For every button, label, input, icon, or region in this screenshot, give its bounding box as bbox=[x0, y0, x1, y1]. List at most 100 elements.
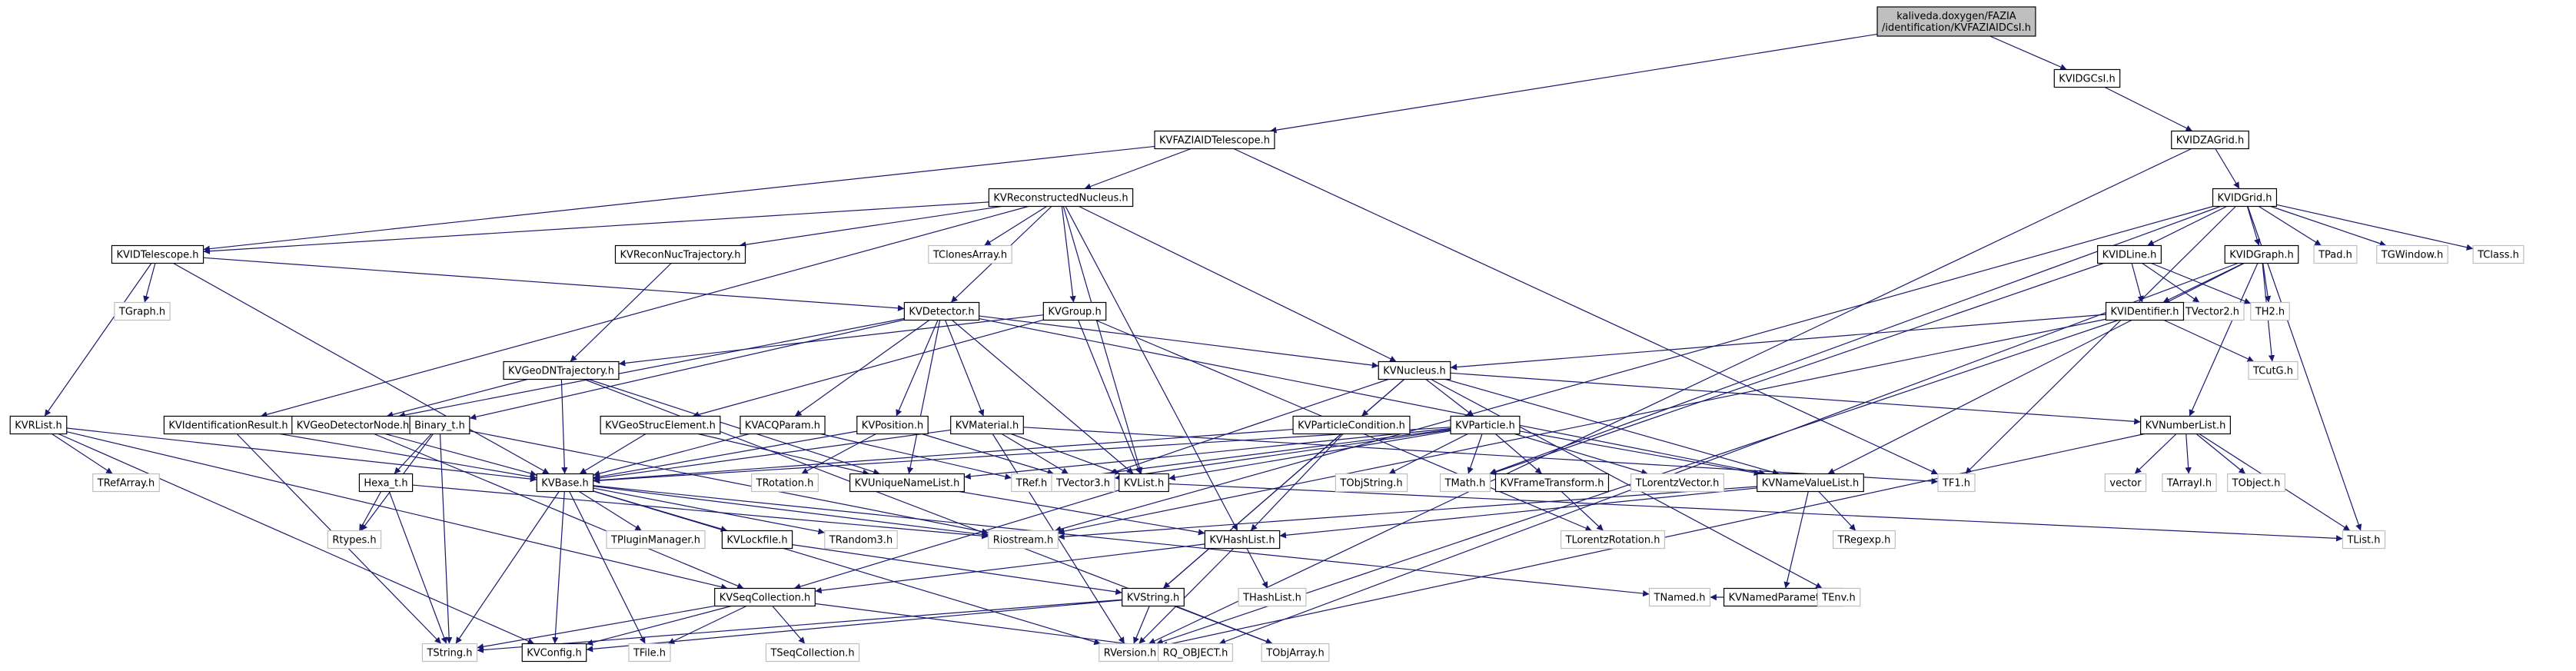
node-kvidtelescope[interactable]: KVIDTelescope.h bbox=[111, 244, 204, 264]
node-kvparticle[interactable]: KVParticle.h bbox=[1450, 415, 1521, 435]
edge-kvreconstructednucleus-to-kvidentificationresult bbox=[260, 205, 1029, 418]
edge-kvidentificationresult-to-kvbase bbox=[280, 433, 537, 480]
node-kvdetector[interactable]: KVDetector.h bbox=[903, 301, 980, 321]
edge bbox=[593, 485, 1650, 597]
edge bbox=[698, 433, 869, 476]
node-rtypes: Rtypes.h bbox=[327, 530, 382, 550]
node-box bbox=[928, 244, 1012, 264]
node-tpluginmanager: TPluginManager.h bbox=[606, 530, 706, 550]
edge bbox=[593, 485, 989, 538]
node-kvreconstructednucleus[interactable]: KVReconstructedNucleus.h bbox=[988, 188, 1134, 208]
node-kvnamevaluelist[interactable]: KVNameValueList.h bbox=[1757, 473, 1864, 493]
edge-kvrlist-to-kvseqcollection bbox=[66, 431, 728, 590]
node-kvlist[interactable]: KVList.h bbox=[1118, 473, 1169, 493]
edge bbox=[1175, 605, 1273, 645]
edge-kvidgraph-to-kvnumberlist bbox=[2189, 263, 2259, 417]
edge bbox=[439, 433, 453, 644]
edge bbox=[66, 427, 537, 483]
node-kvnumberlist[interactable]: KVNumberList.h bbox=[2140, 415, 2231, 435]
node-binary-t[interactable]: Binary_t.h bbox=[409, 415, 470, 435]
node-hexa-t[interactable]: Hexa_t.h bbox=[358, 473, 414, 493]
node-kvnamedparameter[interactable]: KVNamedParameter.h bbox=[1723, 587, 1844, 607]
edge bbox=[896, 320, 939, 417]
node-kvlockfile[interactable]: KVLockfile.h bbox=[721, 530, 793, 550]
node-box bbox=[1154, 130, 1275, 150]
node-kvidzagrid[interactable]: KVIDZAGrid.h bbox=[2171, 130, 2249, 150]
edge-kvgeodntrajectory-to-kvbase bbox=[560, 379, 568, 474]
node-label: KVIdentificationResult.h bbox=[168, 420, 288, 432]
edge-kvidtelescope-to-tgraph bbox=[143, 263, 156, 303]
node-kvgeodntrajectory[interactable]: KVGeoDNTrajectory.h bbox=[503, 360, 620, 380]
edge-kvdetector-to-kvposition bbox=[896, 320, 939, 417]
node-kvstring[interactable]: KVString.h bbox=[1122, 587, 1185, 607]
edge bbox=[203, 257, 905, 312]
node-kvidgcsi[interactable]: KVIDGCsI.h bbox=[2053, 68, 2121, 88]
node-label: KVHashList.h bbox=[1209, 535, 1275, 546]
edge-kvidline-to-th2 bbox=[2151, 262, 2252, 304]
edge-kvidgraph-to-rq_object bbox=[1218, 262, 2239, 645]
edge bbox=[1065, 206, 1238, 531]
node-kvmaterial[interactable]: KVMaterial.h bbox=[950, 415, 1024, 435]
node-kvidline[interactable]: KVIDLine.h bbox=[2097, 244, 2162, 264]
node-kvidgraph[interactable]: KVIDGraph.h bbox=[2224, 244, 2299, 264]
edge bbox=[1011, 433, 1120, 475]
node-kvparticlecondition[interactable]: KVParticleCondition.h bbox=[1292, 415, 1411, 435]
node-kvseqcollection[interactable]: KVSeqCollection.h bbox=[714, 587, 816, 607]
edge-kvstring-to-rversion bbox=[1133, 606, 1150, 644]
edge bbox=[398, 317, 905, 419]
node-label: Riostream.h bbox=[993, 535, 1054, 546]
node-kvreconnuctrajectory[interactable]: KVReconNucTrajectory.h bbox=[614, 244, 746, 264]
edge-kvreconstructednucleus-to-kvhashlist bbox=[1065, 206, 1238, 531]
edge-binary_t-to-tstring bbox=[439, 433, 453, 644]
node-kvgroup[interactable]: KVGroup.h bbox=[1042, 301, 1107, 321]
edge-kvnucleus-to-kvnamevaluelist bbox=[1445, 378, 1780, 476]
edge-kvnamevaluelist-to-riostream bbox=[1058, 486, 1757, 540]
node-tmath: TMath.h bbox=[1439, 473, 1491, 493]
node-tstring: TString.h bbox=[421, 643, 478, 663]
node-kvuniquenamelist[interactable]: KVUniqueNameList.h bbox=[849, 473, 965, 493]
node-kvrlist[interactable]: KVRList.h bbox=[9, 415, 68, 435]
edge-kvdetector-to-kvmaterial bbox=[945, 320, 985, 417]
node-kvhashlist[interactable]: KVHashList.h bbox=[1204, 530, 1281, 550]
node-kvfaziaidtelescope[interactable]: KVFAZIAIDTelescope.h bbox=[1154, 130, 1275, 150]
edge bbox=[579, 490, 642, 532]
node-label: TLorentzRotation.h bbox=[1565, 535, 1660, 546]
node-label: KVIDGCsI.h bbox=[2059, 74, 2115, 85]
node-label: KVNucleus.h bbox=[1383, 366, 1446, 377]
node-th2: TH2.h bbox=[2250, 301, 2290, 321]
node-kvframetransform[interactable]: KVFrameTransform.h bbox=[1494, 473, 1610, 493]
node-tobjarray: TObjArray.h bbox=[1261, 643, 1330, 663]
node-kvnucleus[interactable]: KVNucleus.h bbox=[1378, 360, 1451, 380]
node-kvidgrid[interactable]: KVIDGrid.h bbox=[2212, 188, 2278, 208]
node-tlorentzrotation: TLorentzRotation.h bbox=[1560, 530, 1666, 550]
node-kvgeostrucelement[interactable]: KVGeoStrucElement.h bbox=[600, 415, 721, 435]
node-root: kaliveda.doxygen/FAZIA/identification/KV… bbox=[1876, 6, 2036, 37]
node-kvposition[interactable]: KVPosition.h bbox=[856, 415, 929, 435]
edge bbox=[2151, 262, 2252, 304]
edge bbox=[1133, 606, 1150, 644]
node-kvgeodetectornode[interactable]: KVGeoDetectorNode.h bbox=[291, 415, 414, 435]
edge bbox=[2259, 205, 2322, 247]
node-box bbox=[1816, 587, 1861, 607]
node-kvidentifier[interactable]: KVIDentifier.h bbox=[2105, 301, 2185, 321]
edge-kvframetransform-to-tlorentzrotation bbox=[1561, 491, 1604, 531]
edge-kvdetector-to-kvacqparam bbox=[794, 320, 930, 417]
edge-kvbase-to-rversion bbox=[593, 490, 1101, 646]
edge-kvacqparam-to-tref bbox=[820, 433, 1012, 480]
node-kvacqparam[interactable]: KVACQParam.h bbox=[740, 415, 826, 435]
node-box bbox=[1630, 473, 1724, 493]
edge-hexa_t-to-rtypes bbox=[358, 491, 382, 531]
edge bbox=[979, 315, 1379, 369]
edge bbox=[1023, 427, 1939, 485]
node-kvconfig[interactable]: KVConfig.h bbox=[521, 643, 587, 663]
node-label: KVIDZAGrid.h bbox=[2176, 135, 2245, 147]
edge bbox=[1250, 433, 1344, 531]
edge bbox=[1168, 430, 1451, 481]
node-box bbox=[1560, 530, 1666, 550]
node-label: KVDetector.h bbox=[909, 307, 974, 318]
edge bbox=[1058, 486, 1757, 540]
node-kvidentificationresult[interactable]: KVIdentificationResult.h bbox=[163, 415, 294, 435]
node-kvbase[interactable]: KVBase.h bbox=[536, 473, 594, 493]
edge bbox=[203, 145, 1155, 252]
edge-kvgeostrucelement-to-kvuniquenamelist bbox=[698, 433, 869, 476]
